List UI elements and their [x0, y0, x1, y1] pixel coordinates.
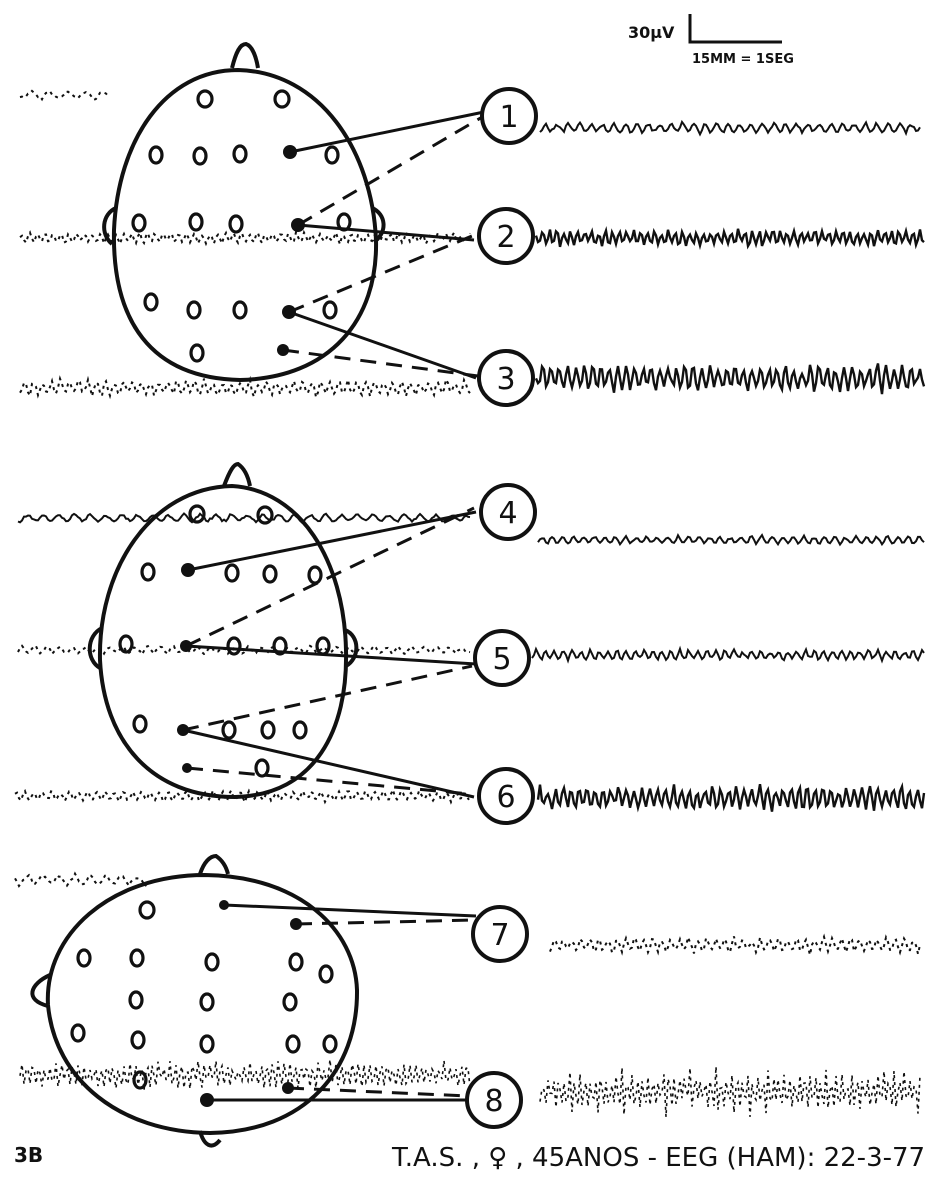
scale-time: 15MM = 1SEG [692, 52, 794, 67]
eeg-traces [15, 91, 924, 1117]
active-electrodes-head-2 [177, 563, 195, 773]
channel-label-2: 2 [496, 220, 515, 255]
channel-marker-1: 1 [482, 89, 536, 143]
active-electrodes-head-3 [200, 900, 302, 1107]
channel-label-6: 6 [496, 780, 515, 815]
channel-label-8: 8 [484, 1084, 503, 1119]
channel-marker-4: 4 [481, 485, 535, 539]
channel-label-1: 1 [499, 100, 518, 135]
trace-3-right [536, 364, 924, 395]
scale-bar-lines [690, 14, 782, 42]
figure-label: 3B [14, 1143, 43, 1167]
montage-lines [183, 112, 484, 1100]
head-outline-2 [100, 486, 346, 797]
channel-markers: 1 2 3 4 5 6 7 8 [467, 89, 536, 1127]
trace-4-left [18, 514, 470, 523]
trace-5-right [532, 649, 924, 661]
trace-4-right [538, 535, 924, 544]
channel-marker-3: 3 [479, 351, 533, 405]
figure-caption: T.A.S. , ♀ , 45ANOS - EEG (HAM): 22-3-77 [391, 1143, 925, 1173]
trace-7-right [550, 936, 920, 954]
nose-3 [200, 856, 228, 874]
nose-1 [232, 44, 258, 68]
nose-2 [224, 464, 250, 486]
trace-2-right [536, 229, 924, 247]
channel-marker-6: 6 [479, 769, 533, 823]
channel-label-7: 7 [490, 918, 509, 953]
head-diagram-middle [90, 464, 357, 797]
trace-1-right [540, 122, 920, 134]
channel-marker-5: 5 [475, 631, 529, 685]
channel-label-3: 3 [496, 362, 515, 397]
head-outline-1 [114, 70, 376, 380]
head-diagram-bottom [32, 856, 357, 1146]
channel-label-4: 4 [498, 496, 517, 531]
channel-label-5: 5 [492, 642, 511, 677]
trace-1-left [20, 91, 110, 100]
trace-8-right [540, 1067, 920, 1117]
scale-amplitude: 30μV [628, 23, 675, 42]
channel-marker-8: 8 [467, 1073, 521, 1127]
trace-6-right [538, 784, 924, 811]
trace-7-left [15, 874, 149, 887]
scale-bar: 30μV 15MM = 1SEG [628, 14, 794, 67]
active-electrodes-head-1 [277, 145, 305, 356]
channel-marker-7: 7 [473, 907, 527, 961]
channel-marker-2: 2 [479, 209, 533, 263]
